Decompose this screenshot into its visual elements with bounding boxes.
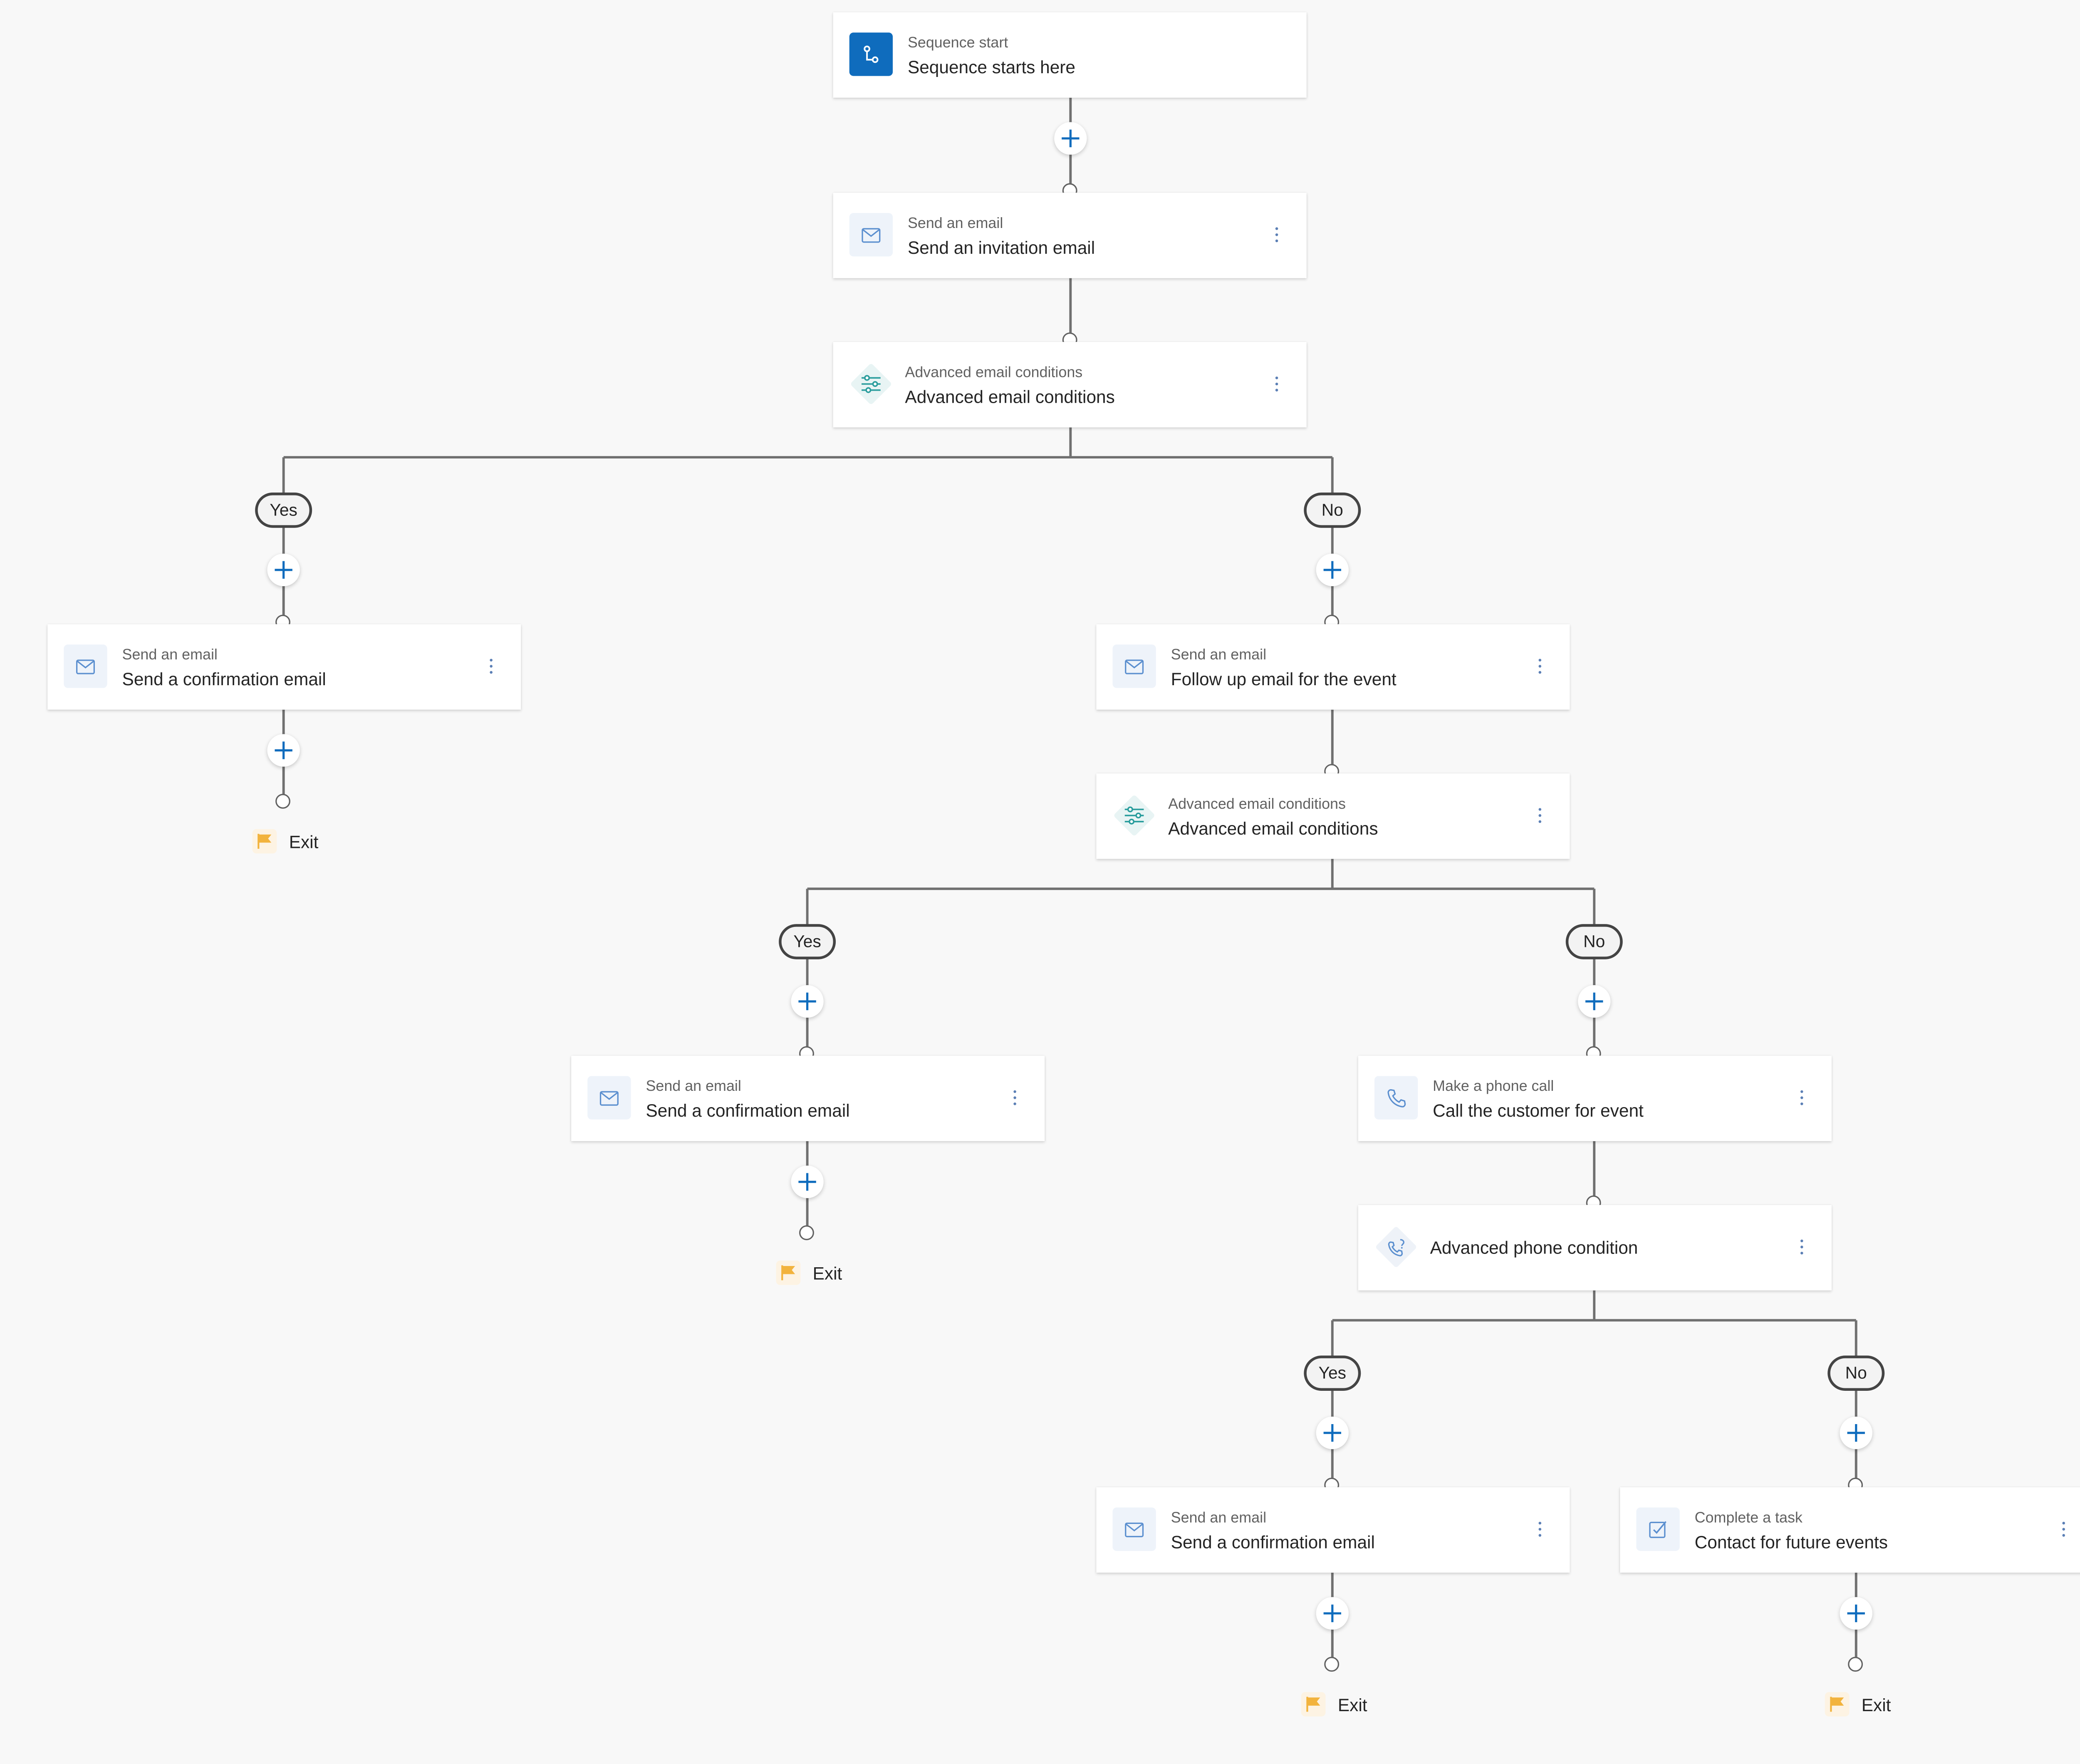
plus-icon <box>274 741 293 760</box>
add-step-button[interactable] <box>1316 1417 1349 1449</box>
connector-dot <box>275 793 290 809</box>
exit-marker-exit3: Exit <box>1301 1690 1367 1719</box>
exit-label: Exit <box>289 831 319 852</box>
plus-icon <box>274 560 293 580</box>
step-type-label: Send an email <box>646 1078 741 1095</box>
more-options-icon[interactable] <box>1007 1085 1023 1110</box>
more-options-icon[interactable] <box>483 654 499 679</box>
mail-icon <box>64 644 107 688</box>
phone-icon <box>1374 1076 1418 1120</box>
exit-marker-exit4: Exit <box>1825 1690 1891 1719</box>
step-title: Contact for future events <box>1694 1532 1888 1553</box>
step-title: Follow up email for the event <box>1171 669 1397 689</box>
step-type-label: Sequence start <box>907 35 1008 52</box>
plus-icon <box>1323 1423 1342 1442</box>
branch-label-b3-no: No <box>1827 1355 1885 1391</box>
add-step-button[interactable] <box>1054 122 1087 155</box>
step-card-phonecond[interactable]: Advanced phone condition <box>1358 1205 1832 1291</box>
step-title: Send an invitation email <box>907 237 1095 258</box>
phone-question-icon <box>1374 1225 1418 1268</box>
step-title: Sequence starts here <box>907 57 1075 77</box>
plus-icon <box>1323 1604 1342 1623</box>
step-type-label: Send an email <box>1171 647 1267 664</box>
step-title: Send a confirmation email <box>646 1100 850 1121</box>
add-step-button[interactable] <box>1578 985 1611 1018</box>
add-step-button[interactable] <box>791 985 824 1018</box>
step-title: Send a confirmation email <box>122 669 326 689</box>
add-step-button[interactable] <box>1840 1417 1872 1449</box>
mail-icon <box>587 1076 631 1120</box>
plus-icon <box>1061 129 1080 148</box>
branch-label-b1-no: No <box>1304 492 1361 528</box>
exit-marker-exit1: Exit <box>252 826 319 856</box>
flag-icon <box>1825 1692 1850 1717</box>
step-type-label: Make a phone call <box>1433 1078 1554 1095</box>
plus-icon <box>798 1172 817 1192</box>
flag-icon <box>252 829 277 854</box>
more-options-icon[interactable] <box>2055 1517 2072 1541</box>
branch-label-b2-no: No <box>1565 924 1623 959</box>
more-options-icon[interactable] <box>1794 1235 1810 1259</box>
more-options-icon[interactable] <box>1269 223 1285 247</box>
step-title: Advanced phone condition <box>1430 1237 1638 1258</box>
mail-icon <box>1112 1507 1156 1551</box>
step-title: Advanced email conditions <box>1168 818 1378 839</box>
connector-dot <box>1324 1656 1339 1672</box>
add-step-button[interactable] <box>791 1165 824 1198</box>
connector-dot <box>1847 1656 1863 1672</box>
plus-icon <box>1847 1604 1866 1623</box>
connector-dot <box>799 1225 814 1240</box>
more-options-icon[interactable] <box>1532 654 1548 679</box>
exit-label: Exit <box>1861 1694 1891 1714</box>
add-step-button[interactable] <box>267 553 300 586</box>
step-title: Call the customer for event <box>1433 1100 1644 1121</box>
flow-icon <box>849 32 893 76</box>
exit-marker-exit2: Exit <box>776 1258 842 1288</box>
flag-icon <box>1301 1692 1326 1717</box>
step-type-label: Advanced email conditions <box>1168 796 1346 813</box>
plus-icon <box>1585 992 1604 1011</box>
add-step-button[interactable] <box>1840 1597 1872 1630</box>
branch-label-b3-yes: Yes <box>1304 1355 1361 1391</box>
plus-icon <box>1323 560 1342 580</box>
step-title: Advanced email conditions <box>905 386 1115 407</box>
more-options-icon[interactable] <box>1269 372 1285 396</box>
plus-icon <box>798 992 817 1011</box>
exit-label: Exit <box>812 1262 842 1283</box>
step-type-label: Advanced email conditions <box>905 365 1083 382</box>
step-type-label: Send an email <box>122 647 218 664</box>
sliders-icon <box>1112 794 1156 837</box>
step-type-label: Send an email <box>907 216 1003 232</box>
sliders-icon <box>849 362 893 406</box>
more-options-icon[interactable] <box>1794 1085 1810 1110</box>
branch-label-b2-yes: Yes <box>779 924 836 959</box>
step-type-label: Complete a task <box>1694 1510 1803 1527</box>
step-type-label: Send an email <box>1171 1510 1267 1527</box>
add-step-button[interactable] <box>1316 553 1349 586</box>
more-options-icon[interactable] <box>1532 1517 1548 1541</box>
mail-icon <box>1112 644 1156 688</box>
add-step-button[interactable] <box>1316 1597 1349 1630</box>
mail-icon <box>849 213 893 257</box>
step-title: Send a confirmation email <box>1171 1532 1375 1553</box>
flag-icon <box>776 1260 801 1285</box>
branch-label-b1-yes: Yes <box>255 492 312 528</box>
exit-label: Exit <box>1337 1694 1367 1714</box>
more-options-icon[interactable] <box>1532 803 1548 828</box>
checkbox-icon <box>1636 1507 1680 1551</box>
add-step-button[interactable] <box>267 734 300 767</box>
plus-icon <box>1847 1423 1866 1442</box>
